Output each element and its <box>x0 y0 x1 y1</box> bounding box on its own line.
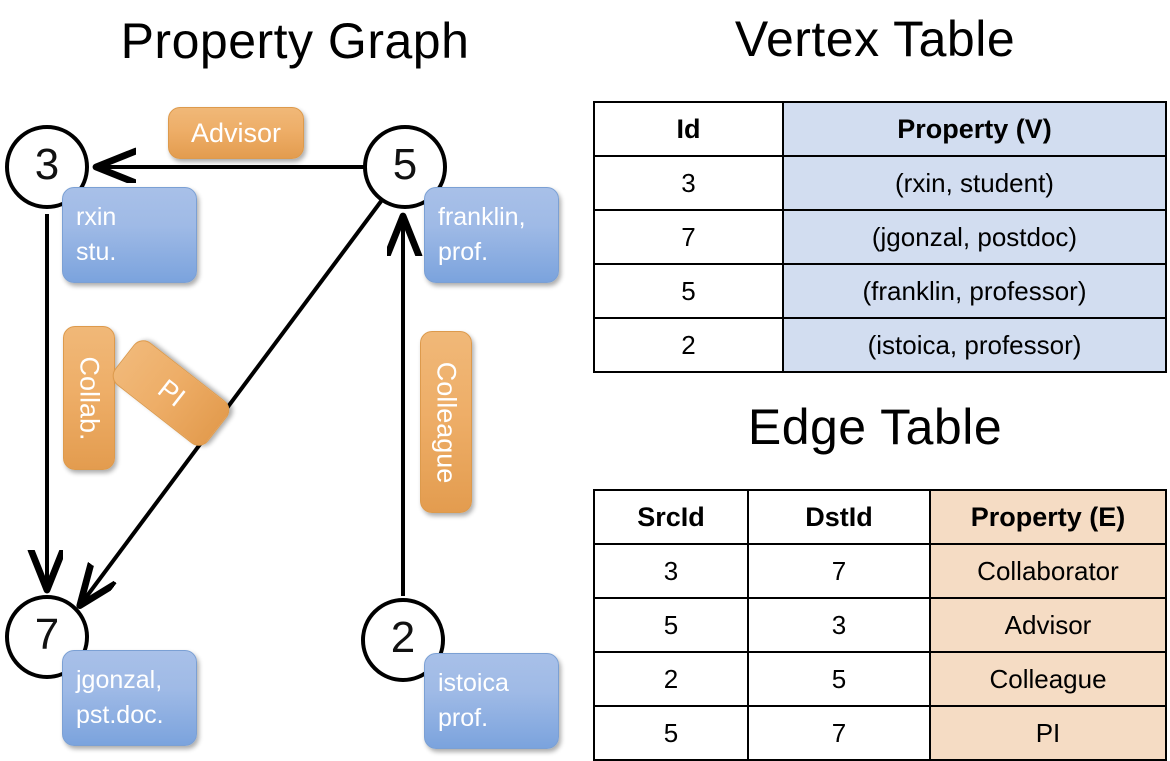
vertex-table-cell-property: (istoica, professor) <box>782 317 1167 373</box>
edge-label-chip-advisor-text: Advisor <box>190 117 282 148</box>
table-row[interactable]: 5 3 Advisor <box>593 597 1167 653</box>
vertex-property-chip-rxin[interactable]: rxin stu. <box>62 187 197 283</box>
vertex-property-chip-franklin-text: franklin, prof. <box>438 202 526 267</box>
vertex-table-header-property: Property (V) <box>782 101 1167 157</box>
vertex-table-cell-id: 2 <box>593 317 784 373</box>
vertex-table-cell-property: (rxin, student) <box>782 155 1167 211</box>
vertex-table-cell-id: 5 <box>593 263 784 319</box>
edge-table-cell-property: Collaborator <box>929 543 1167 599</box>
vertex-table-header-row: Id Property (V) <box>593 101 1167 157</box>
graph-node-2[interactable]: 2 <box>361 598 445 682</box>
edge-table-cell-property: Advisor <box>929 597 1167 653</box>
edge-table: SrcId DstId Property (E) 3 7 Collaborato… <box>593 489 1167 761</box>
edge-table-header-srcid: SrcId <box>593 489 749 545</box>
table-row[interactable]: 2 (istoica, professor) <box>593 317 1167 373</box>
edge-table-cell-srcid: 3 <box>593 543 749 599</box>
edge-table-header-property: Property (E) <box>929 489 1167 545</box>
edge-table-cell-dstid: 7 <box>747 543 931 599</box>
table-row[interactable]: 5 7 PI <box>593 705 1167 761</box>
vertex-table-cell-property: (franklin, professor) <box>782 263 1167 319</box>
vertex-property-chip-franklin[interactable]: franklin, prof. <box>424 187 559 283</box>
vertex-property-chip-istoica[interactable]: istoica prof. <box>424 653 559 749</box>
vertex-table-cell-property: (jgonzal, postdoc) <box>782 209 1167 265</box>
vertex-table-cell-id: 7 <box>593 209 784 265</box>
edge-5-to-7 <box>81 198 384 604</box>
edge-label-chip-pi-text: PI <box>152 372 191 413</box>
edge-label-chip-advisor[interactable]: Advisor <box>168 107 304 159</box>
page-title-edge-table: Edge Table <box>747 399 1003 455</box>
table-row[interactable]: 2 5 Colleague <box>593 651 1167 707</box>
page-title-property-graph: Property Graph <box>120 13 470 69</box>
graph-node-7-label: 7 <box>34 610 60 659</box>
edge-table-cell-dstid: 3 <box>747 597 931 653</box>
vertex-table-header-id: Id <box>593 101 784 157</box>
vertex-property-chip-rxin-text: rxin stu. <box>76 202 117 267</box>
edge-label-chip-colleague[interactable]: Colleague <box>420 331 472 513</box>
graph-node-5[interactable]: 5 <box>363 125 447 209</box>
edge-table-header-dstid: DstId <box>747 489 931 545</box>
page-title-vertex-table: Vertex Table <box>734 11 1016 67</box>
edge-table-cell-property: Colleague <box>929 651 1167 707</box>
edge-table-cell-property: PI <box>929 705 1167 761</box>
vertex-table-cell-id: 3 <box>593 155 784 211</box>
table-row[interactable]: 7 (jgonzal, postdoc) <box>593 209 1167 265</box>
edge-label-chip-collab-text: Collab. <box>74 355 105 441</box>
graph-node-2-label: 2 <box>390 613 416 662</box>
edge-table-cell-srcid: 5 <box>593 597 749 653</box>
edge-label-chip-colleague-text: Colleague <box>431 361 462 483</box>
edge-table-header-row: SrcId DstId Property (E) <box>593 489 1167 545</box>
graph-node-5-label: 5 <box>392 140 418 189</box>
vertex-property-chip-jgonzal-text: jgonzal, pst.doc. <box>76 665 164 730</box>
table-row[interactable]: 5 (franklin, professor) <box>593 263 1167 319</box>
vertex-table: Id Property (V) 3 (rxin, student) 7 (jgo… <box>593 101 1167 373</box>
edge-table-cell-srcid: 2 <box>593 651 749 707</box>
edge-label-chip-collab[interactable]: Collab. <box>63 326 115 470</box>
vertex-property-chip-istoica-text: istoica prof. <box>438 668 509 733</box>
table-row[interactable]: 3 (rxin, student) <box>593 155 1167 211</box>
edge-table-cell-dstid: 7 <box>747 705 931 761</box>
edge-table-cell-srcid: 5 <box>593 705 749 761</box>
graph-edges-layer <box>0 0 590 760</box>
vertex-property-chip-jgonzal[interactable]: jgonzal, pst.doc. <box>62 650 197 746</box>
graph-node-3-label: 3 <box>34 140 60 189</box>
table-row[interactable]: 3 7 Collaborator <box>593 543 1167 599</box>
property-graph-diagram: 3 5 7 2 rxin stu. franklin, prof. jgonza… <box>0 0 590 760</box>
edge-table-cell-dstid: 5 <box>747 651 931 707</box>
